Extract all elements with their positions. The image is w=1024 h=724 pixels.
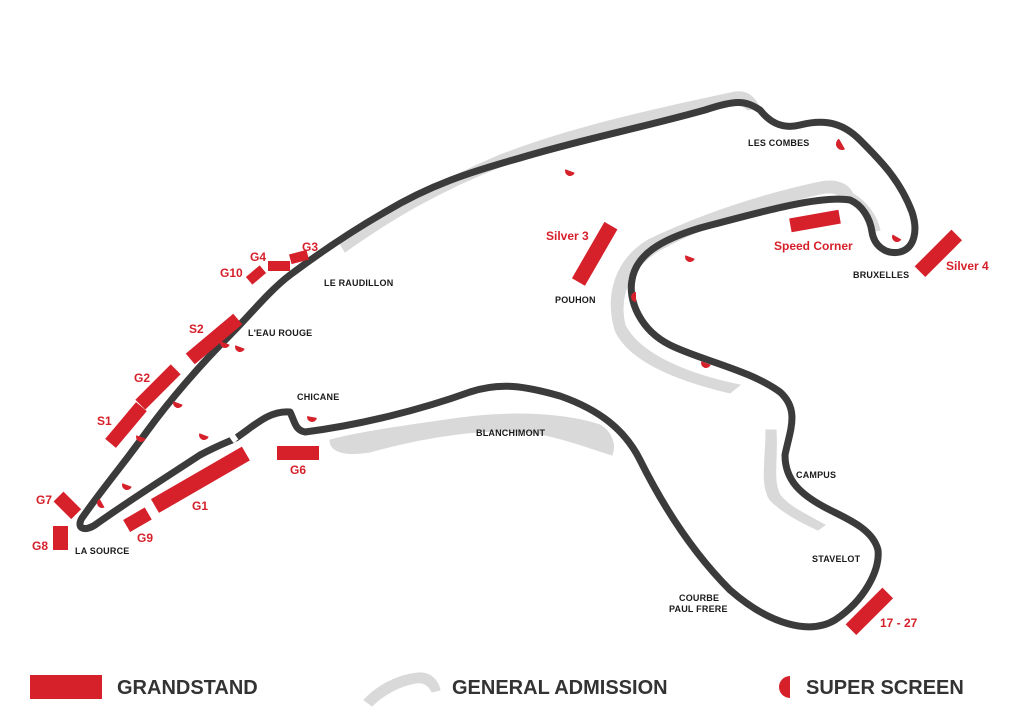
grandstand-speed-corner[interactable] xyxy=(789,209,841,233)
general-admission-areas xyxy=(329,91,881,531)
grandstand-17-27[interactable] xyxy=(845,587,894,636)
corner-label-paul-frere: PAUL FRERE xyxy=(669,604,728,614)
super-screen-icon[interactable] xyxy=(198,433,209,441)
grandstand-label-speed-corner: Speed Corner xyxy=(774,239,853,253)
grandstand-g1[interactable] xyxy=(150,446,250,513)
legend-general-admission-label: GENERAL ADMISSION xyxy=(452,677,668,699)
corner-label-les-combes: LES COMBES xyxy=(748,138,810,148)
grandstand-label-17-27: 17 - 27 xyxy=(880,616,918,630)
legend-super-screen-icon xyxy=(779,676,790,698)
grandstand-g10[interactable] xyxy=(245,265,267,285)
grandstand-label-g6: G6 xyxy=(290,463,306,477)
grandstand-label-g3: G3 xyxy=(302,240,318,254)
grandstand-g9[interactable] xyxy=(123,507,152,533)
grandstand-label-s2: S2 xyxy=(189,322,204,336)
grandstand-label-silver3: Silver 3 xyxy=(546,229,589,243)
grandstand-label-g2: G2 xyxy=(134,371,150,385)
super-screen-icon[interactable] xyxy=(700,361,711,369)
legend-general-admission-swatch xyxy=(363,672,441,707)
ga-pouhon[interactable] xyxy=(610,180,855,394)
grandstand-silver3[interactable] xyxy=(571,221,618,286)
super-screen-icon[interactable] xyxy=(631,292,636,302)
super-screen-icon[interactable] xyxy=(890,234,902,244)
grandstand-s2[interactable] xyxy=(185,313,243,365)
super-screen-icon[interactable] xyxy=(684,255,695,263)
ga-blanchimont[interactable] xyxy=(329,413,614,456)
super-screen-icon[interactable] xyxy=(121,483,132,491)
grandstand-labels: G1 G2 G3 G4 G6 G7 G8 G9 G10 S1 S2 Silver… xyxy=(32,229,989,630)
grandstand-label-g7: G7 xyxy=(36,493,52,507)
corner-label-la-source: LA SOURCE xyxy=(75,546,129,556)
corner-label-courbe: COURBE xyxy=(679,593,719,603)
grandstand-s1[interactable] xyxy=(105,402,147,448)
grandstand-label-g8: G8 xyxy=(32,539,48,553)
legend-grandstand-swatch xyxy=(30,675,102,699)
pit-lane-marker xyxy=(227,431,239,443)
super-screen-icon[interactable] xyxy=(172,401,183,409)
grandstand-label-g1: G1 xyxy=(192,499,208,513)
corner-label-le-raudillon: LE RAUDILLON xyxy=(324,278,393,288)
grandstand-label-g4: G4 xyxy=(250,250,266,264)
grandstand-g6[interactable] xyxy=(277,446,319,460)
race-track xyxy=(76,99,919,631)
corner-labels: LES COMBES BRUXELLES POUHON LE RAUDILLON… xyxy=(75,138,909,614)
corner-label-pouhon: POUHON xyxy=(555,295,596,305)
grandstand-g4[interactable] xyxy=(268,261,290,271)
super-screen-icon[interactable] xyxy=(564,169,575,177)
grandstand-label-g9: G9 xyxy=(137,531,153,545)
corner-label-blanchimont: BLANCHIMONT xyxy=(476,428,545,438)
corner-label-stavelot: STAVELOT xyxy=(812,554,861,564)
corner-label-eau-rouge: L'EAU ROUGE xyxy=(248,328,312,338)
grandstand-silver4[interactable] xyxy=(914,229,963,278)
grandstand-g3[interactable] xyxy=(289,249,309,265)
grandstand-label-s1: S1 xyxy=(97,414,112,428)
super-screen-icon[interactable] xyxy=(834,138,845,152)
super-screen-icon[interactable] xyxy=(135,435,146,443)
super-screens xyxy=(95,138,902,510)
grandstand-g7[interactable] xyxy=(53,491,82,520)
ga-kemmel-straight[interactable] xyxy=(337,91,761,253)
grandstands xyxy=(53,209,963,636)
legend-grandstand-label: GRANDSTAND xyxy=(117,677,258,699)
super-screen-icon[interactable] xyxy=(234,345,245,353)
corner-label-campus: CAMPUS xyxy=(796,470,836,480)
super-screen-icon[interactable] xyxy=(95,498,105,510)
grandstand-g2[interactable] xyxy=(135,364,181,410)
grandstand-label-silver4: Silver 4 xyxy=(946,259,989,273)
track-main-loop[interactable] xyxy=(76,99,919,631)
corner-label-chicane: CHICANE xyxy=(297,392,339,402)
ga-campus[interactable] xyxy=(763,429,826,531)
legend: GRANDSTAND GENERAL ADMISSION SUPER SCREE… xyxy=(30,672,964,707)
super-screen-icon[interactable] xyxy=(306,416,317,423)
legend-super-screen-label: SUPER SCREEN xyxy=(806,677,964,699)
super-screen-icon[interactable] xyxy=(219,341,230,349)
corner-label-bruxelles: BRUXELLES xyxy=(853,270,909,280)
grandstand-label-g10: G10 xyxy=(220,266,243,280)
grandstand-g8[interactable] xyxy=(53,526,68,550)
